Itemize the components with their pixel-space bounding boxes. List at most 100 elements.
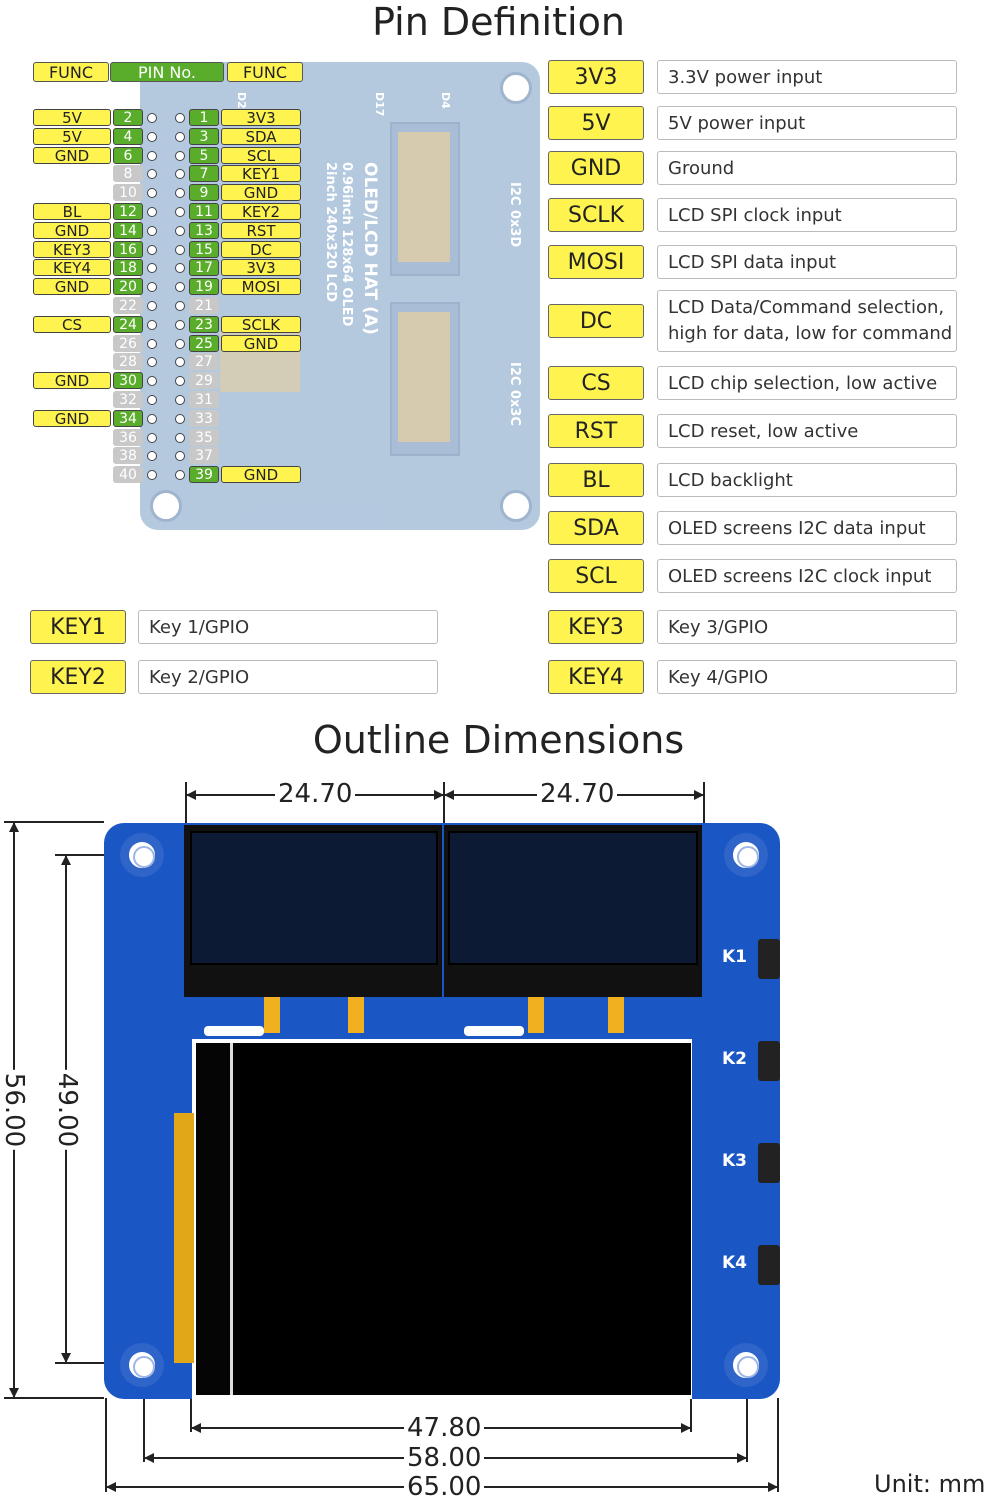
pin-func-left: GND	[33, 222, 111, 240]
legend-key: SDA	[548, 511, 644, 545]
key-button-k1	[758, 939, 780, 979]
pin-number-left: 32	[113, 391, 143, 408]
mount-hole	[724, 833, 768, 877]
fpc-tab	[608, 997, 624, 1033]
pin-row: 32 31	[0, 391, 320, 409]
pin-number-right: 17	[189, 259, 219, 276]
pin-number-left: 24	[113, 316, 143, 333]
pin-func-right: DC	[221, 241, 301, 259]
legend-key: GND	[548, 151, 644, 185]
legend-key: BL	[548, 463, 644, 497]
pin-number-left: 20	[113, 278, 143, 295]
dim-oled-right-width: 24.70	[537, 781, 618, 807]
pin-dot	[175, 470, 185, 480]
legend-description: LCD SPI data input	[657, 245, 957, 279]
pin-dot	[175, 245, 185, 255]
pin-func-left: 5V	[33, 109, 111, 127]
pin-func-right: 3V3	[221, 259, 301, 277]
key-label-k3: K3	[722, 1151, 748, 1171]
pin-number-left: 14	[113, 222, 143, 239]
legend-key: MOSI	[548, 245, 644, 279]
lcd-screen	[230, 1043, 691, 1395]
legend-key: SCL	[548, 559, 644, 593]
pin-number-right: 31	[189, 391, 219, 408]
outline-dimensions-title: Outline Dimensions	[312, 718, 685, 762]
legend-description: 3.3V power input	[657, 60, 957, 94]
pin-number-right: 33	[189, 410, 219, 427]
pin-dot	[175, 226, 185, 236]
pin-number-left: 8	[113, 165, 143, 182]
silkscreen	[464, 1026, 524, 1036]
pin-dot	[175, 113, 185, 123]
legend-description: LCD Data/Command selection, high for dat…	[657, 290, 957, 352]
pin-number-right: 11	[189, 203, 219, 220]
pin-dot	[147, 188, 157, 198]
pin-dot	[175, 414, 185, 424]
pin-number-left: 26	[113, 335, 143, 352]
pin-definition-title: Pin Definition	[372, 0, 625, 44]
lcd-fpc	[174, 1113, 194, 1363]
pin-dot	[175, 188, 185, 198]
legend-key: 5V	[548, 106, 644, 140]
pin-dot	[175, 132, 185, 142]
fpc-tab	[264, 997, 280, 1033]
pin-dot	[175, 357, 185, 367]
pin-dot	[147, 376, 157, 386]
pin-dot	[147, 414, 157, 424]
header-func-left: FUNC	[33, 62, 109, 82]
legend-key: KEY1	[30, 610, 126, 644]
pin-number-right: 19	[189, 278, 219, 295]
pin-func-right: SCLK	[221, 316, 301, 334]
pin-number-left: 22	[113, 297, 143, 314]
pin-func-left: GND	[33, 278, 111, 296]
pin-number-left: 10	[113, 184, 143, 201]
mount-hole	[724, 1343, 768, 1387]
pin-number-left: 36	[113, 429, 143, 446]
key-button-k4	[758, 1245, 780, 1285]
pin-dot	[147, 282, 157, 292]
pin-dot	[147, 226, 157, 236]
pin-dot	[175, 263, 185, 273]
fpc-tab	[348, 997, 364, 1033]
pin-number-right: 39	[189, 466, 219, 483]
legend-description: Key 3/GPIO	[657, 610, 957, 644]
pin-dot	[147, 207, 157, 217]
pin-number-right: 27	[189, 353, 219, 370]
legend-key: CS	[548, 366, 644, 400]
pin-func-left: CS	[33, 316, 111, 334]
pin-number-left: 40	[113, 466, 143, 483]
pin-number-left: 16	[113, 241, 143, 258]
oled-fpc	[398, 312, 450, 442]
pin-dot	[147, 169, 157, 179]
dim-oled-left-width: 24.70	[275, 781, 356, 807]
pin-number-left: 34	[113, 410, 143, 427]
pin-number-right: 37	[189, 447, 219, 464]
legend-description: 5V power input	[657, 106, 957, 140]
mount-hole	[500, 490, 532, 522]
pin-dot	[147, 113, 157, 123]
pin-dot	[147, 301, 157, 311]
pin-func-left: BL	[33, 203, 111, 221]
header-pin-no: PIN No.	[110, 62, 224, 82]
dim-hole-height: 49.00	[52, 1069, 82, 1151]
pin-func-right: MOSI	[221, 278, 301, 296]
pin-func-left: GND	[33, 372, 111, 390]
fpc-tab	[528, 997, 544, 1033]
pin-func-left: GND	[33, 147, 111, 165]
pin-number-left: 38	[113, 447, 143, 464]
pin-number-left: 18	[113, 259, 143, 276]
pin-number-right: 15	[189, 241, 219, 258]
pin-number-left: 2	[113, 109, 143, 126]
pin-dot	[175, 395, 185, 405]
